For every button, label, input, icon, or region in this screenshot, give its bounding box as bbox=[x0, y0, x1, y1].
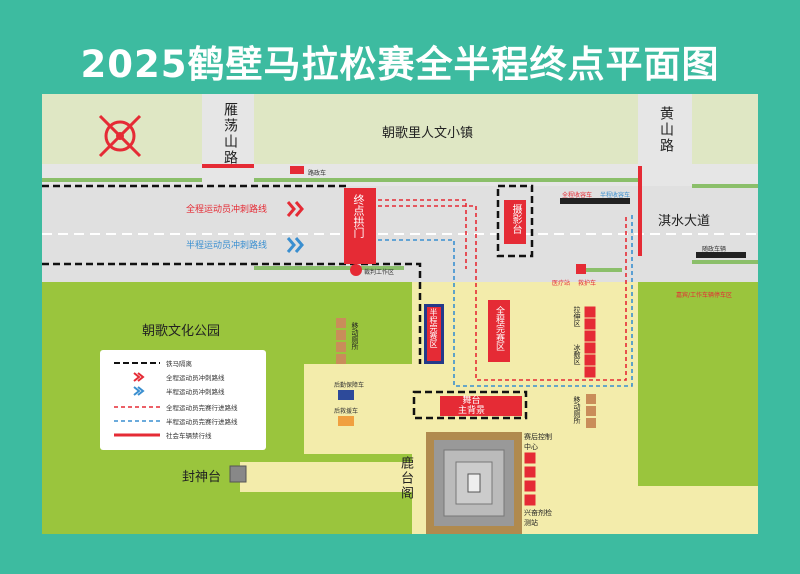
fence-lines bbox=[42, 184, 534, 420]
town-label: 朝歌里人文小镇 bbox=[382, 126, 474, 141]
yandang-road-label: 雁荡山路 bbox=[222, 102, 238, 166]
legend-row: 社会车辆禁行线 bbox=[114, 432, 212, 440]
work-area-icon bbox=[350, 264, 362, 276]
fengshentai-marker bbox=[229, 465, 247, 483]
map-base bbox=[42, 94, 758, 534]
map-legend: 铁马隔离 全程运动员冲刺路线 半程运动员冲刺路线 全程运动员完赛行进路线 半程运… bbox=[100, 350, 266, 450]
venue-map: 雁荡山路 黄山路 淇水大道 朝歌里人文小镇 朝歌文化公园 封神台 鹿台阁 全程运… bbox=[42, 94, 758, 534]
page-title: 2025鹤壁马拉松赛全半程终点平面图 bbox=[80, 43, 720, 86]
full-finish-route bbox=[378, 199, 627, 381]
control-center-label: 赛后控制中心 bbox=[524, 433, 552, 451]
ice-label: 冰敷区 bbox=[573, 344, 581, 365]
photo-label: 摄影台 bbox=[510, 204, 521, 234]
half-sprint-label: 半程运动员冲刺路线 bbox=[186, 241, 268, 251]
full-finish-label: 全程完赛区 bbox=[494, 306, 504, 351]
road-vehicle-label: 路政车 bbox=[308, 170, 327, 177]
fengshentai-label: 封神台 bbox=[182, 470, 222, 485]
finish-arch-label: 终点拱门 bbox=[352, 194, 365, 238]
legend-row: 半程运动员完赛行进路线 bbox=[114, 418, 238, 426]
lutaige-label: 鹿台阁 bbox=[398, 456, 413, 501]
logistic-vehicle-label: 后勤保障车 bbox=[334, 382, 365, 389]
vehicle-icons bbox=[290, 166, 746, 426]
toilet-label-left: 移动厕所 bbox=[351, 322, 359, 350]
stage-label: 舞台 主背景 bbox=[458, 396, 486, 416]
half-pickup-label: 半程收容车 bbox=[600, 192, 631, 199]
stage bbox=[440, 396, 522, 416]
doping-label: 兴奋剂检测站 bbox=[524, 509, 552, 527]
right-vehicle-label: 随政车辆 bbox=[702, 246, 727, 253]
legend-row: 全程运动员完赛行进路线 bbox=[114, 404, 238, 412]
yandang-road bbox=[202, 94, 254, 174]
sprint-chevrons bbox=[286, 201, 304, 253]
ambulance-label: 救护车 bbox=[578, 280, 597, 287]
parking-label: 嘉宾/工作车辆停车区 bbox=[676, 292, 733, 299]
legend-row: 铁马隔离 bbox=[114, 360, 192, 368]
legend-row: 半程运动员冲刺路线 bbox=[114, 386, 225, 396]
compass-icon bbox=[98, 114, 142, 158]
huangshan-road-label: 黄山路 bbox=[658, 106, 674, 154]
half-finish-label: 半程完赛区 bbox=[429, 308, 438, 348]
toilet-boxes bbox=[336, 318, 596, 428]
qishui-road-label: 淇水大道 bbox=[658, 214, 711, 229]
toilet-label-right: 移动厕所 bbox=[573, 396, 581, 424]
finish-arch bbox=[344, 188, 376, 264]
stretch-label: 拉伸区 bbox=[573, 306, 581, 327]
stretch-ice-boxes bbox=[583, 305, 597, 379]
half-finish-route bbox=[378, 214, 633, 387]
medical-label: 医疗站 bbox=[552, 280, 571, 287]
full-sprint-label: 全程运动员冲刺路线 bbox=[186, 205, 268, 215]
full-finish-area bbox=[488, 300, 510, 362]
legend-row: 全程运动员冲刺路线 bbox=[114, 372, 225, 382]
photo-platform bbox=[504, 200, 526, 244]
control-boxes bbox=[523, 451, 537, 507]
full-pickup-label: 全程收容车 bbox=[562, 192, 593, 199]
rescue-vehicle-label: 后救援车 bbox=[334, 408, 359, 415]
work-area-label: 裁判工作区 bbox=[364, 269, 395, 276]
park-label: 朝歌文化公园 bbox=[142, 324, 221, 339]
